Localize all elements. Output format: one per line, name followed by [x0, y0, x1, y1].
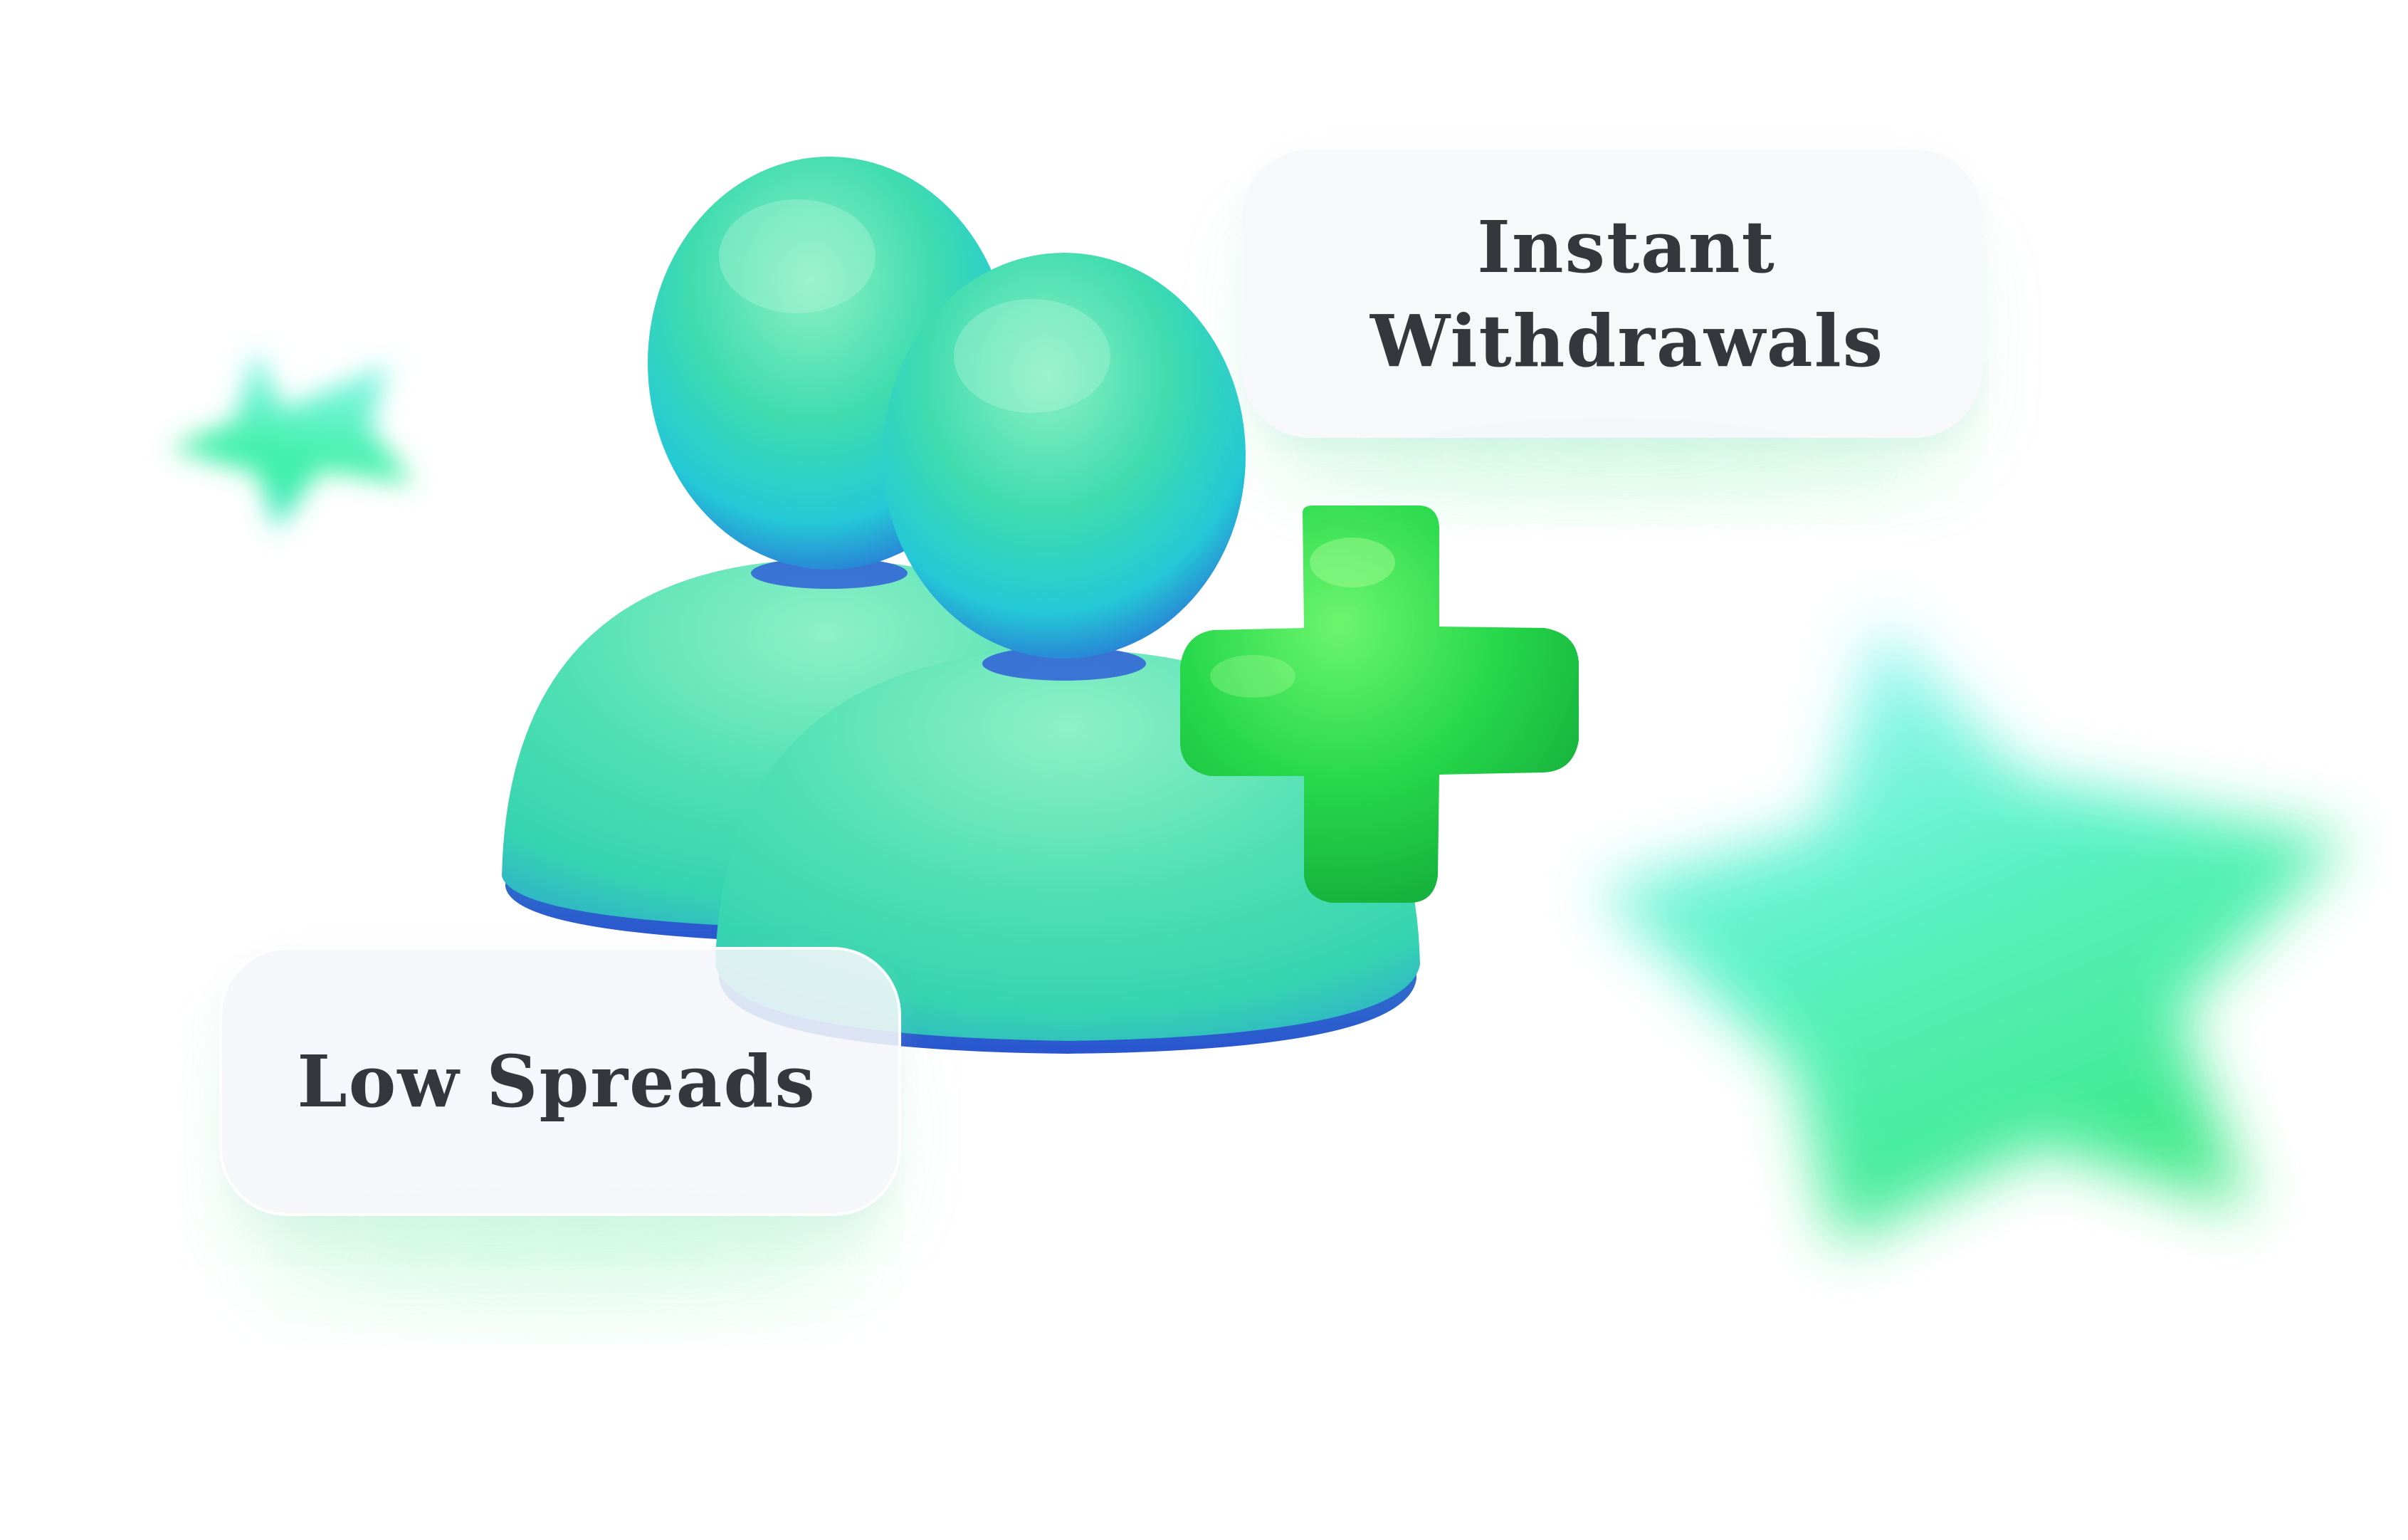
low-spreads-label: Low Spreads	[297, 1039, 816, 1123]
plus-icon	[1180, 506, 1579, 903]
low-spreads-card: Low Spreads	[219, 947, 901, 1216]
instant-withdrawals-label: Instant Withdrawals	[1370, 204, 1884, 383]
star-icon	[169, 347, 414, 530]
card-glow	[256, 1217, 854, 1303]
instant-withdrawals-card: Instant Withdrawals	[1242, 150, 1982, 438]
card-glow	[1310, 420, 1908, 491]
star-icon	[1594, 619, 2349, 1246]
